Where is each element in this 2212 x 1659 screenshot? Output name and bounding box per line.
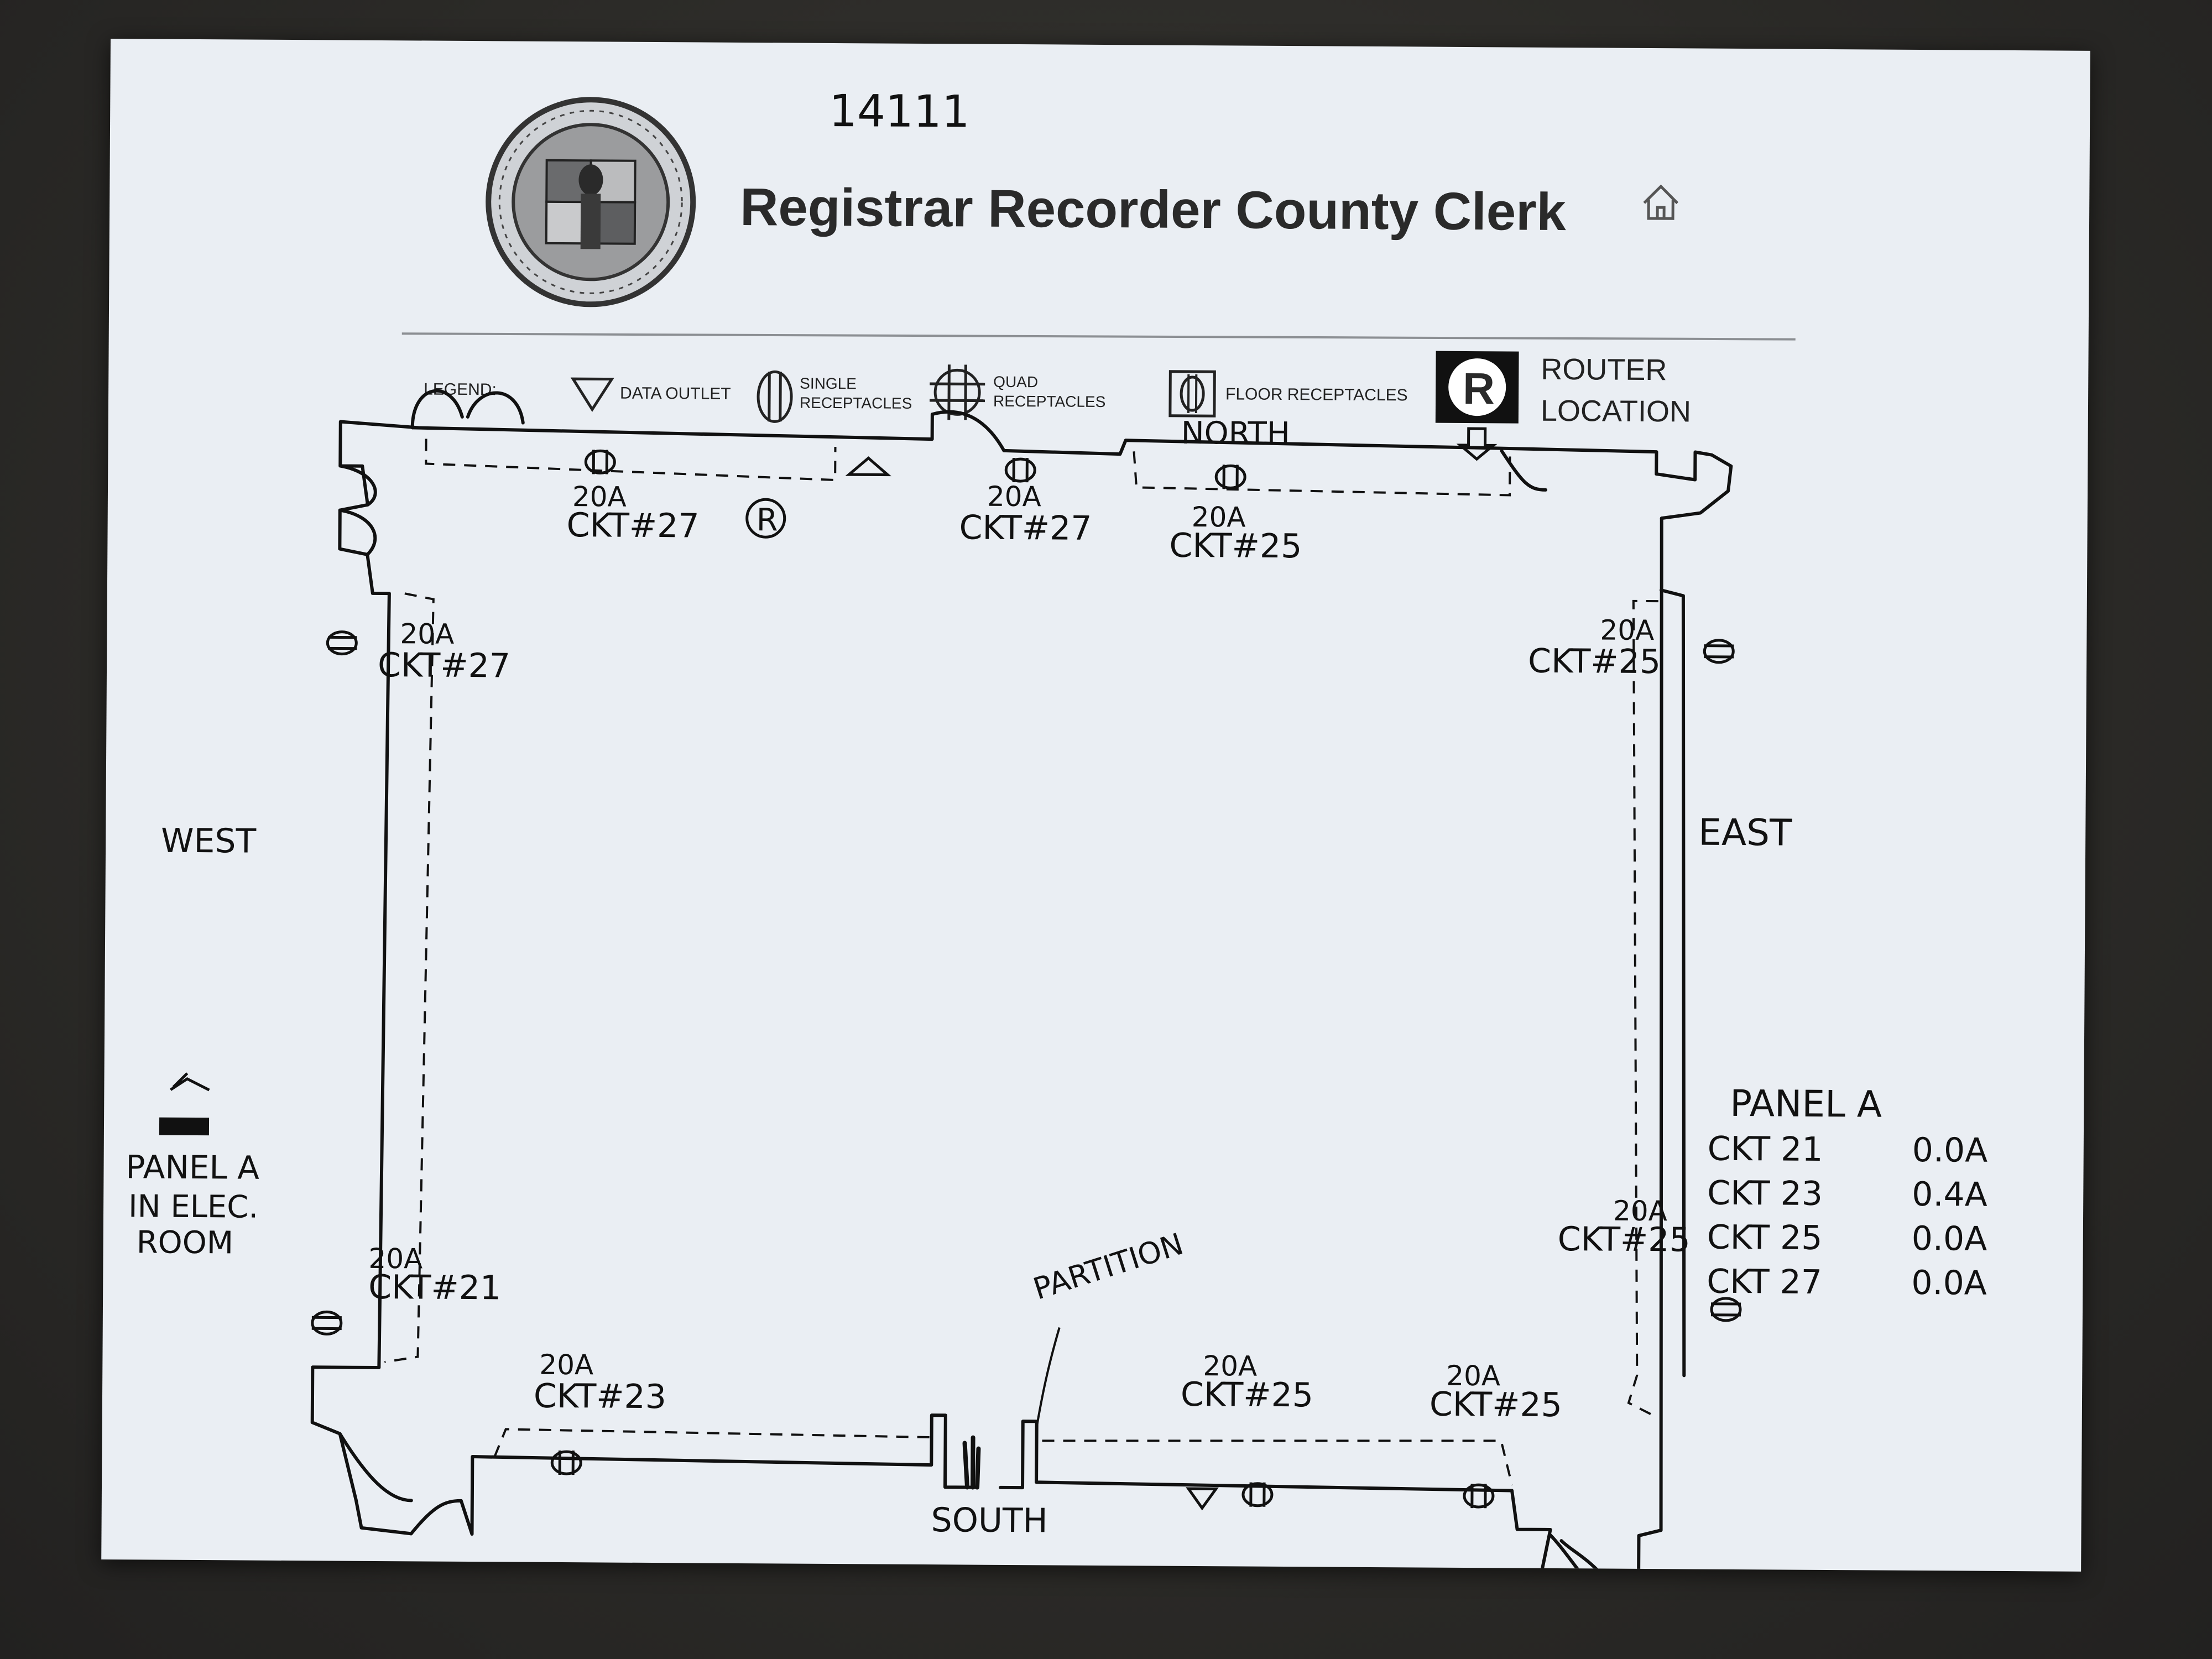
data-outlet-icon bbox=[570, 377, 614, 412]
county-seal-icon bbox=[486, 97, 696, 307]
panel-note-line3: ROOM bbox=[137, 1224, 234, 1261]
panel-row-amps: 0.0A bbox=[1911, 1264, 1987, 1303]
circuit-amps: 20A bbox=[1600, 614, 1654, 646]
floor-plan-walls bbox=[310, 389, 1733, 1572]
single-receptacle-icon bbox=[1463, 1483, 1495, 1509]
router-marker-icon: R bbox=[745, 498, 786, 539]
single-receptacle-icon bbox=[311, 1310, 343, 1335]
data-outlet-icon bbox=[1186, 1487, 1219, 1511]
circuit-number: CKT#21 bbox=[368, 1268, 501, 1307]
single-receptacle-icon bbox=[1214, 464, 1246, 489]
single-receptacle-icon bbox=[1703, 639, 1735, 664]
panel-row-ckt: CKT 23 bbox=[1707, 1174, 1823, 1213]
partition-label: PARTITION bbox=[1029, 1227, 1187, 1307]
single-receptacle-icon bbox=[1710, 1297, 1742, 1322]
handwritten-number: 14111 bbox=[829, 85, 970, 138]
router-legend-symbol: R bbox=[1463, 364, 1495, 413]
circuit-number: CKT#25 bbox=[1558, 1220, 1691, 1259]
legend-data-outlet-label: DATA OUTLET bbox=[620, 384, 731, 403]
north-label: NORTH bbox=[1181, 415, 1290, 452]
circuit-number: CKT#25 bbox=[1181, 1375, 1313, 1415]
circuit-number: CKT#25 bbox=[1430, 1385, 1562, 1425]
single-receptacle-icon bbox=[1004, 457, 1036, 483]
circuit-amps: 20A bbox=[572, 481, 627, 513]
home-icon bbox=[1643, 184, 1679, 220]
panel-row-amps: 0.4A bbox=[1912, 1175, 1987, 1214]
circuit-amps: 20A bbox=[1192, 501, 1246, 534]
receptacle-symbols bbox=[311, 449, 1742, 1511]
arrow-icon bbox=[170, 1072, 210, 1092]
panel-readings-table: PANEL A CKT 21 0.0A CKT 23 0.4A CKT 25 0… bbox=[1707, 1082, 1988, 1303]
cable-runs bbox=[384, 439, 1658, 1486]
panel-row-ckt: CKT 27 bbox=[1707, 1262, 1822, 1302]
single-receptacle-icon bbox=[1241, 1482, 1274, 1507]
circuit-number: CKT#25 bbox=[1528, 642, 1661, 681]
circuit-amps: 20A bbox=[1613, 1195, 1667, 1228]
south-label: SOUTH bbox=[931, 1501, 1047, 1540]
floor-receptacle-icon bbox=[1168, 370, 1216, 418]
legend-single-label-1: SINGLE bbox=[800, 375, 857, 393]
legend: LEGEND: DATA OUTLET SINGLE RECEPTACLES Q… bbox=[424, 351, 1691, 461]
panel-marker-icon bbox=[159, 1117, 210, 1136]
circuit-number: CKT#27 bbox=[378, 646, 510, 685]
circuit-labels: 20A CKT#27 20A CKT#27 20A CKT#25 20A CKT… bbox=[368, 481, 1691, 1425]
panel-note-line2: IN ELEC. bbox=[128, 1188, 258, 1225]
circuit-amps: 20A bbox=[1446, 1360, 1500, 1392]
legend-router-label-2: LOCATION bbox=[1541, 394, 1691, 429]
single-receptacle-icon bbox=[550, 1450, 582, 1475]
west-label: WEST bbox=[161, 822, 257, 861]
panel-row-ckt: CKT 25 bbox=[1707, 1218, 1823, 1258]
panel-row-amps: 0.0A bbox=[1912, 1131, 1988, 1170]
panel-row-amps: 0.0A bbox=[1912, 1219, 1987, 1259]
circuit-number: CKT#27 bbox=[959, 508, 1092, 547]
data-outlet-icon bbox=[845, 456, 891, 477]
panel-location-note: PANEL A IN ELEC. ROOM bbox=[126, 1072, 259, 1261]
page-title: Registrar Recorder County Clerk bbox=[740, 178, 1567, 242]
single-receptacle-icon bbox=[757, 370, 793, 423]
circuit-number: CKT#25 bbox=[1169, 526, 1302, 566]
legend-quad-label-2: RECEPTACLES bbox=[993, 393, 1106, 410]
svg-text:R: R bbox=[757, 502, 778, 538]
east-label: EAST bbox=[1698, 811, 1792, 854]
header-divider bbox=[401, 332, 1796, 341]
circuit-amps: 20A bbox=[368, 1243, 422, 1275]
quad-receptacle-icon bbox=[930, 364, 985, 420]
single-receptacle-icon bbox=[326, 630, 358, 656]
legend-floor-label: FLOOR RECEPTACLES bbox=[1225, 385, 1408, 404]
circuit-amps: 20A bbox=[539, 1349, 593, 1381]
partition-pointer bbox=[1035, 1327, 1061, 1427]
legend-router-label-1: ROUTER bbox=[1541, 353, 1667, 387]
single-receptacle-icon bbox=[584, 449, 616, 474]
panel-row-ckt: CKT 21 bbox=[1708, 1130, 1823, 1169]
panel-table-title: PANEL A bbox=[1730, 1082, 1882, 1126]
paper-sheet: 14111 Registrar Recorder County Clerk LE… bbox=[101, 39, 2090, 1572]
circuit-number: CKT#23 bbox=[534, 1377, 666, 1416]
circuit-amps: 20A bbox=[400, 618, 454, 650]
circuit-amps: 20A bbox=[987, 481, 1041, 513]
floor-plan-drawing: 14111 Registrar Recorder County Clerk LE… bbox=[126, 85, 1988, 1572]
panel-note-line1: PANEL A bbox=[126, 1148, 259, 1186]
router-icon: R bbox=[1435, 351, 1519, 461]
legend-single-label-2: RECEPTACLES bbox=[800, 394, 912, 412]
circuit-number: CKT#27 bbox=[566, 506, 699, 545]
circuit-amps: 20A bbox=[1203, 1350, 1257, 1383]
legend-quad-label-1: QUAD bbox=[993, 373, 1038, 390]
